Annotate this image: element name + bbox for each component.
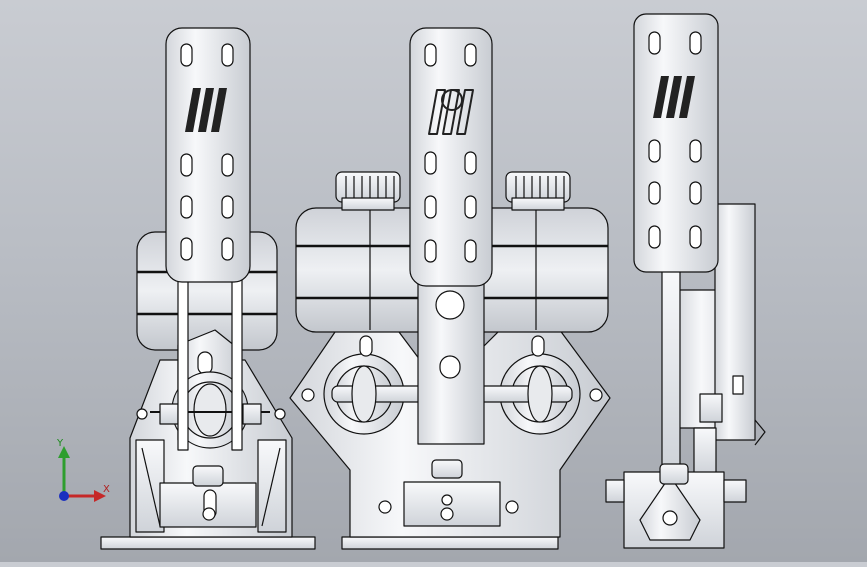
right-pedal-logo [653,76,695,118]
triad-x-label: X [103,484,110,495]
center-pedal-assembly [289,27,611,550]
triad-axes [58,446,106,502]
right-pedal-assembly [605,13,766,549]
center-pedal-logo [428,89,474,135]
left-pedal-logo [185,88,227,132]
orientation-triad[interactable]: Y X [44,436,124,516]
left-pedal-assembly [100,27,316,550]
triad-y-label: Y [57,438,64,449]
